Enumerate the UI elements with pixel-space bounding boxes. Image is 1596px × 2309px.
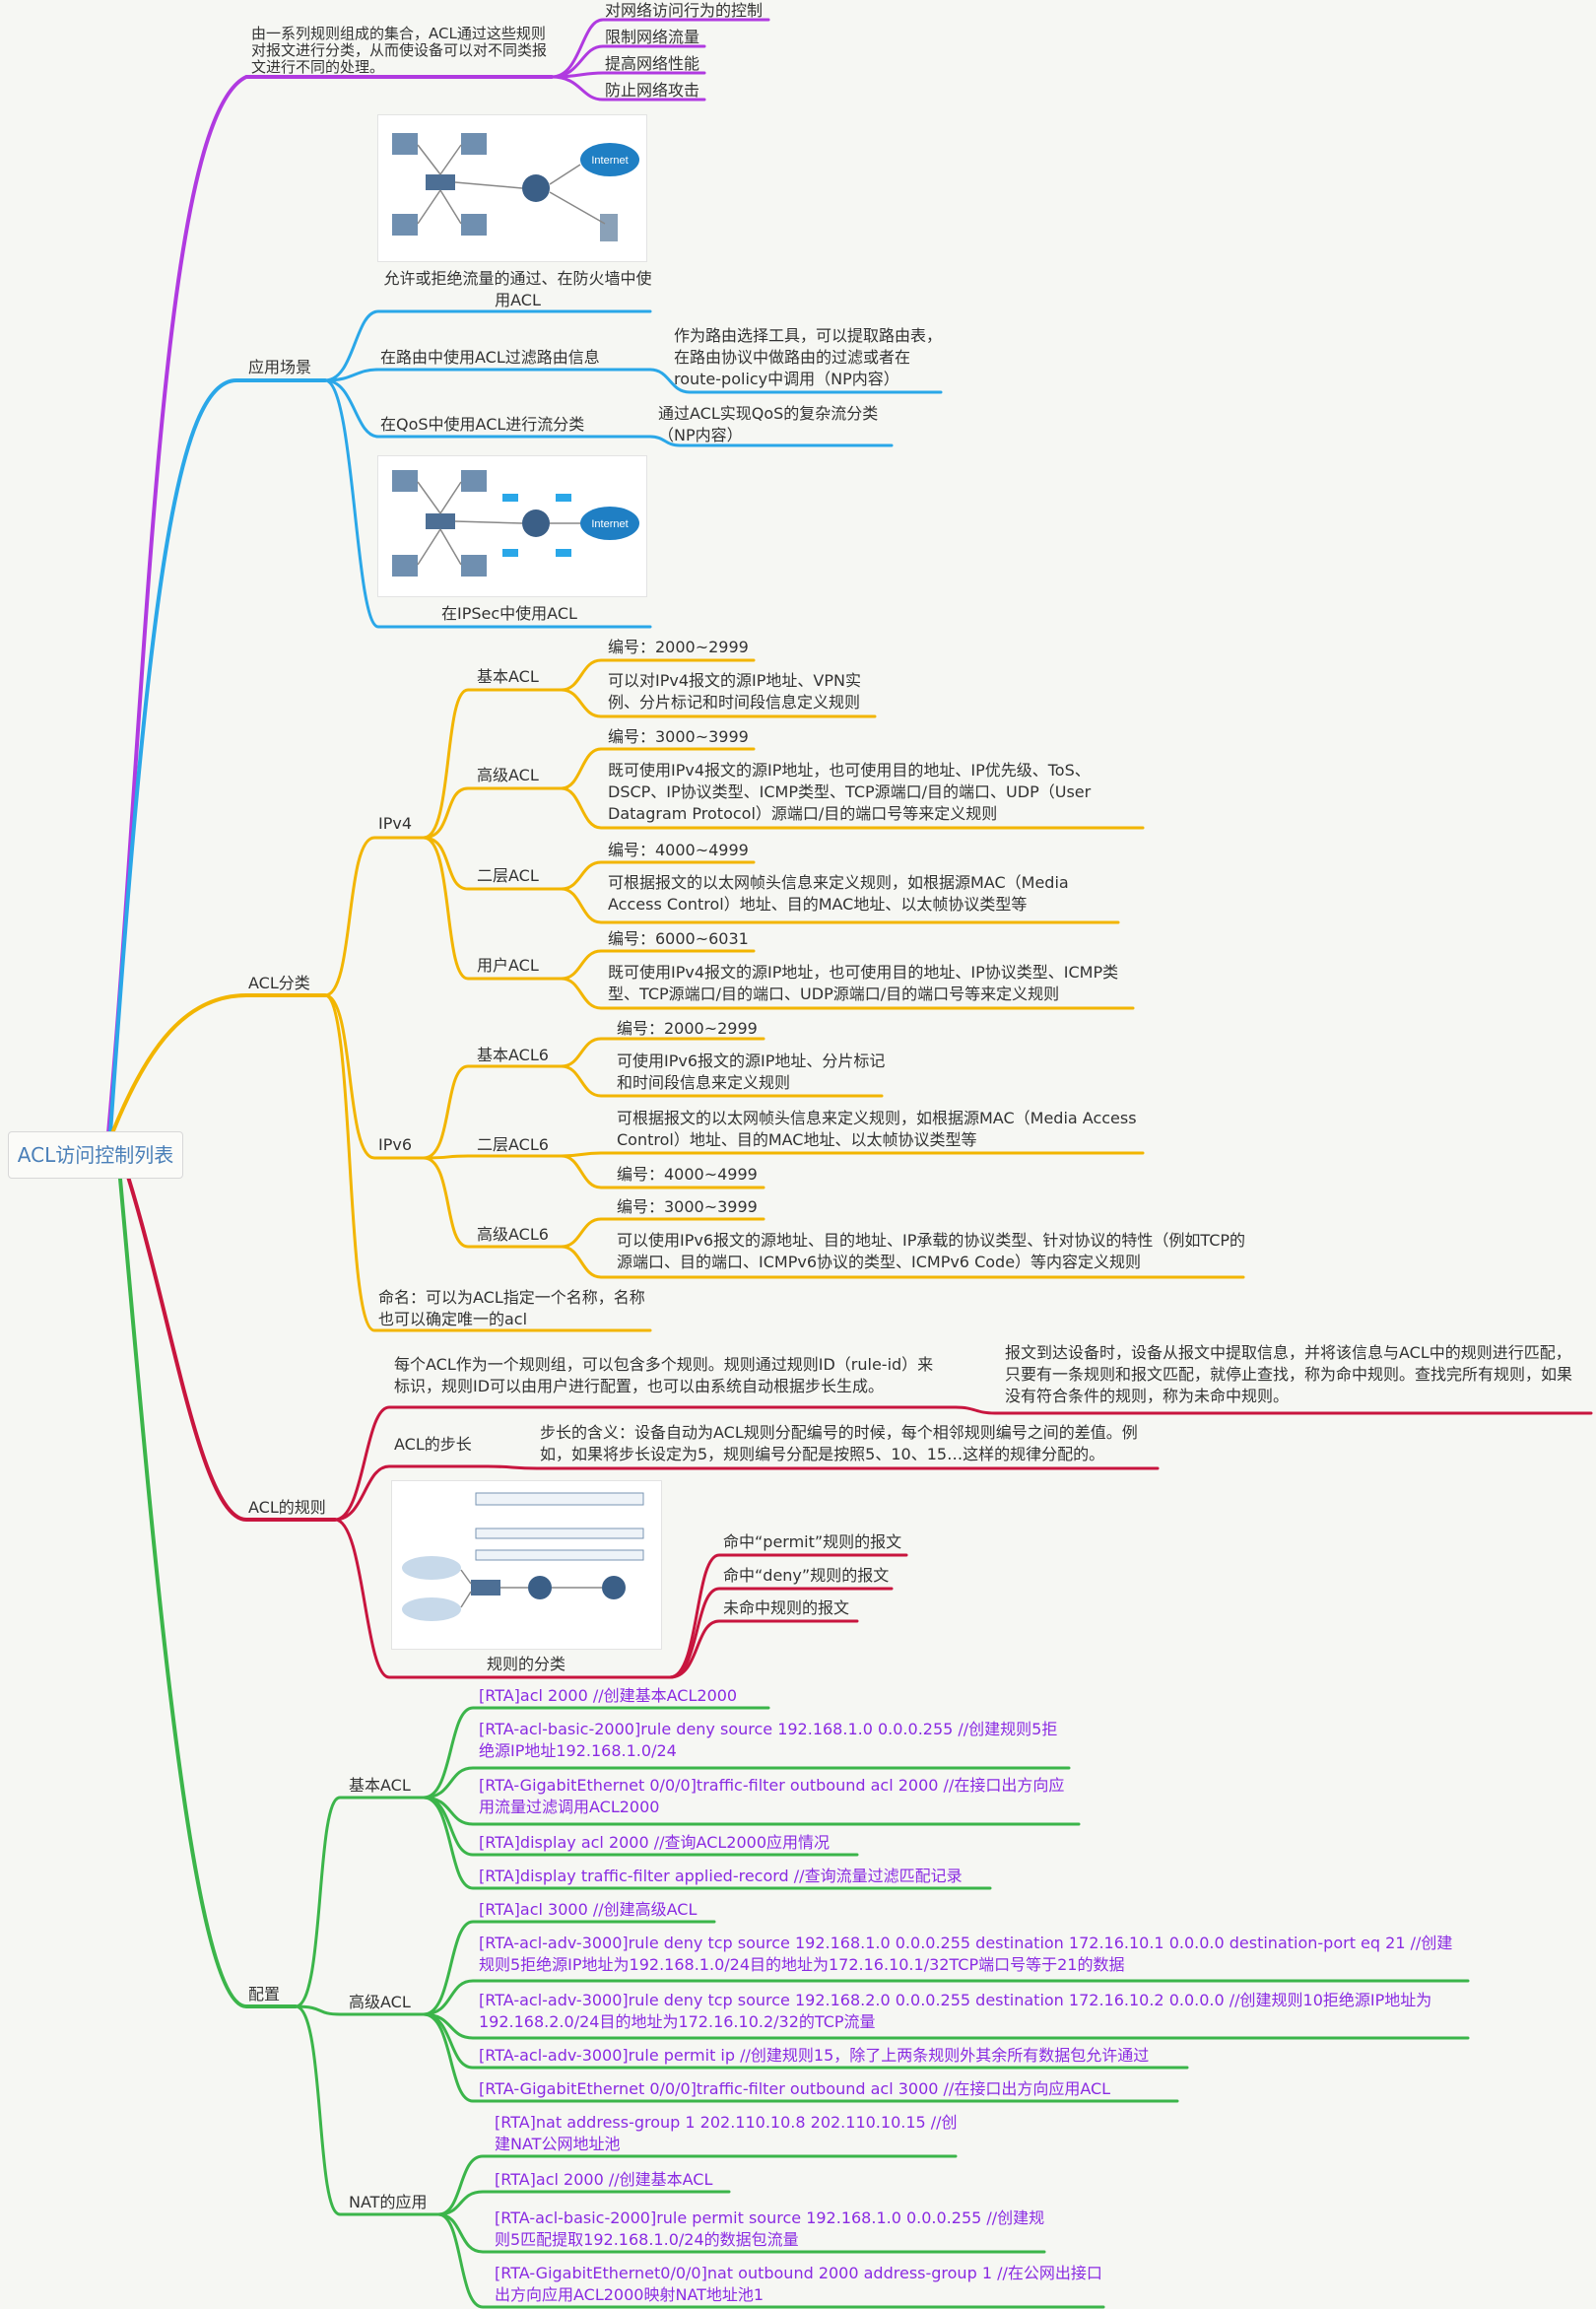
branch-rules: [112, 1133, 337, 1522]
config-basic-cmd: [RTA]acl 2000 //创建基本ACL2000: [479, 1686, 738, 1705]
definition-item: 提高网络性能: [605, 54, 700, 73]
network-diagram-image: Internet: [377, 114, 647, 262]
scenario-routing: 在路由中使用ACL过滤路由信息: [380, 348, 600, 367]
rules-classify-label: 规则的分类: [487, 1655, 566, 1673]
config-advanced-cmd: [RTA-acl-adv-3000]rule deny tcp source 1…: [479, 1934, 1453, 1974]
rules-step-note: 步长的含义：设备自动为ACL规则分配编号的时候，每个相邻规则编号之间的差值。例如…: [540, 1423, 1138, 1463]
rules-class-miss: 未命中规则的报文: [723, 1598, 850, 1617]
config-nat-cmd: [RTA]acl 2000 //创建基本ACL: [495, 2170, 713, 2189]
ipsec-diagram-image: Internet: [377, 455, 647, 597]
config-nat-cmd: [RTA]nat address-group 1 202.110.10.8 20…: [495, 2113, 958, 2153]
config-nat-cmd: [RTA-GigabitEthernet0/0/0]nat outbound 2…: [495, 2264, 1102, 2304]
ipv4-basic-label: 基本ACL: [477, 667, 539, 686]
ipv4-layer2-num: 编号：4000~4999: [608, 841, 749, 859]
ipv4-basic-desc: 可以对IPv4报文的源IP地址、VPN实例、分片标记和时间段信息定义规则: [608, 671, 861, 712]
rule-diagram-image: [391, 1480, 662, 1650]
config-advanced-label: 高级ACL: [349, 1993, 411, 2011]
config-nat-cmd: [RTA-acl-basic-2000]rule permit source 1…: [495, 2208, 1045, 2249]
ipv6-basic-desc: 可使用IPv6报文的源IP地址、分片标记和时间段信息来定义规则: [617, 1052, 886, 1092]
ipv4-user-desc: 既可使用IPv4报文的源IP地址，也可使用目的地址、IP协议类型、ICMP类型、…: [608, 963, 1119, 1003]
ipv4-advanced-num: 编号：3000~3999: [608, 727, 749, 746]
definition-item: 对网络访问行为的控制: [605, 1, 764, 20]
branch-scenarios: [108, 378, 327, 1135]
ipv4-layer2-label: 二层ACL: [477, 866, 539, 885]
scenario-ipsec: 在IPSec中使用ACL: [441, 604, 577, 623]
definition-item: 限制网络流量: [605, 28, 700, 46]
definition-item: 防止网络攻击: [605, 81, 700, 100]
config-basic-cmd: [RTA]display acl 2000 //查询ACL2000应用情况: [479, 1833, 831, 1852]
config-advanced-cmd: [RTA-GigabitEthernet 0/0/0]traffic-filte…: [479, 2079, 1111, 2098]
scenario-qos: 在QoS中使用ACL进行流分类: [380, 415, 585, 434]
config-basic-label: 基本ACL: [349, 1776, 411, 1795]
branch-classification: [110, 993, 327, 1135]
scenario-qos-note: 通过ACL实现QoS的复杂流分类（NP内容）: [658, 404, 879, 444]
branch-config: [114, 1133, 298, 2008]
config-nat-label: NAT的应用: [349, 2193, 428, 2211]
ipv6-basic-label: 基本ACL6: [477, 1046, 549, 1064]
ipv6-advanced-desc: 可以使用IPv6报文的源地址、目的地址、IP承载的协议类型、针对协议的特性（例如…: [617, 1231, 1246, 1271]
config-advanced-cmd: [RTA]acl 3000 //创建高级ACL: [479, 1900, 698, 1919]
ipv4-basic-num: 编号：2000~2999: [608, 638, 749, 656]
ipv6-advanced-label: 高级ACL6: [477, 1225, 549, 1244]
rules-match-text: 报文到达设备时，设备从报文中提取信息，并将该信息与ACL中的规则进行匹配，只要有…: [1005, 1343, 1573, 1405]
ipv6-layer2-desc: 可根据报文的以太网帧头信息来定义规则，如根据源MAC（Media Access …: [617, 1109, 1137, 1149]
classification-label: ACL分类: [248, 974, 310, 992]
config-advanced-cmd: [RTA-acl-adv-3000]rule deny tcp source 1…: [479, 1991, 1432, 2031]
config-basic-cmd: [RTA]display traffic-filter applied-reco…: [479, 1867, 963, 1885]
config-basic-cmd: [RTA-GigabitEthernet 0/0/0]traffic-filte…: [479, 1776, 1065, 1816]
rules-label: ACL的规则: [248, 1498, 326, 1517]
internet-label: Internet: [591, 155, 628, 167]
root-topic[interactable]: ACL访问控制列表: [8, 1131, 183, 1179]
scenarios-label: 应用场景: [248, 358, 312, 376]
internet-label: Internet: [591, 518, 628, 530]
rules-step-label: ACL的步长: [394, 1435, 472, 1454]
scenario-routing-note: 作为路由选择工具，可以提取路由表，在路由协议中做路由的过滤或者在route-po…: [674, 326, 943, 388]
rules-class-permit: 命中“permit”规则的报文: [723, 1532, 902, 1551]
scenario-firewall: 允许或拒绝流量的通过、在防火墙中使用ACL: [383, 269, 652, 309]
ipv6-layer2-label: 二层ACL6: [477, 1135, 549, 1154]
ipv4-user-num: 编号：6000~6031: [608, 929, 749, 948]
config-advanced-cmd: [RTA-acl-adv-3000]rule permit ip //创建规则1…: [479, 2046, 1150, 2065]
config-label: 配置: [248, 1985, 281, 2003]
ipv4-advanced-desc: 既可使用IPv4报文的源IP地址，也可使用目的地址、IP优先级、ToS、DSCP…: [608, 761, 1092, 823]
ipv6-label: IPv6: [378, 1135, 413, 1154]
ipv6-advanced-num: 编号：3000~3999: [617, 1197, 758, 1216]
ipv4-label: IPv4: [378, 814, 413, 833]
ipv4-advanced-label: 高级ACL: [477, 766, 539, 784]
ipv6-basic-num: 编号：2000~2999: [617, 1019, 758, 1038]
ipv4-layer2-desc: 可根据报文的以太网帧头信息来定义规则，如根据源MAC（Media Access …: [608, 873, 1069, 914]
definition-text: 由一系列规则组成的集合，ACL通过这些规则对报文进行分类，从而使设备可以对不同类…: [251, 25, 548, 76]
rules-class-deny: 命中“deny”规则的报文: [723, 1566, 890, 1585]
naming-note: 命名：可以为ACL指定一个名称，名称也可以确定唯一的acl: [378, 1288, 645, 1328]
ipv6-layer2-num: 编号：4000~4999: [617, 1165, 758, 1184]
config-basic-cmd: [RTA-acl-basic-2000]rule deny source 192…: [479, 1720, 1058, 1760]
rules-group-text: 每个ACL作为一个规则组，可以包含多个规则。规则通过规则ID（rule-id）来…: [394, 1355, 934, 1395]
ipv4-user-label: 用户ACL: [477, 956, 539, 975]
